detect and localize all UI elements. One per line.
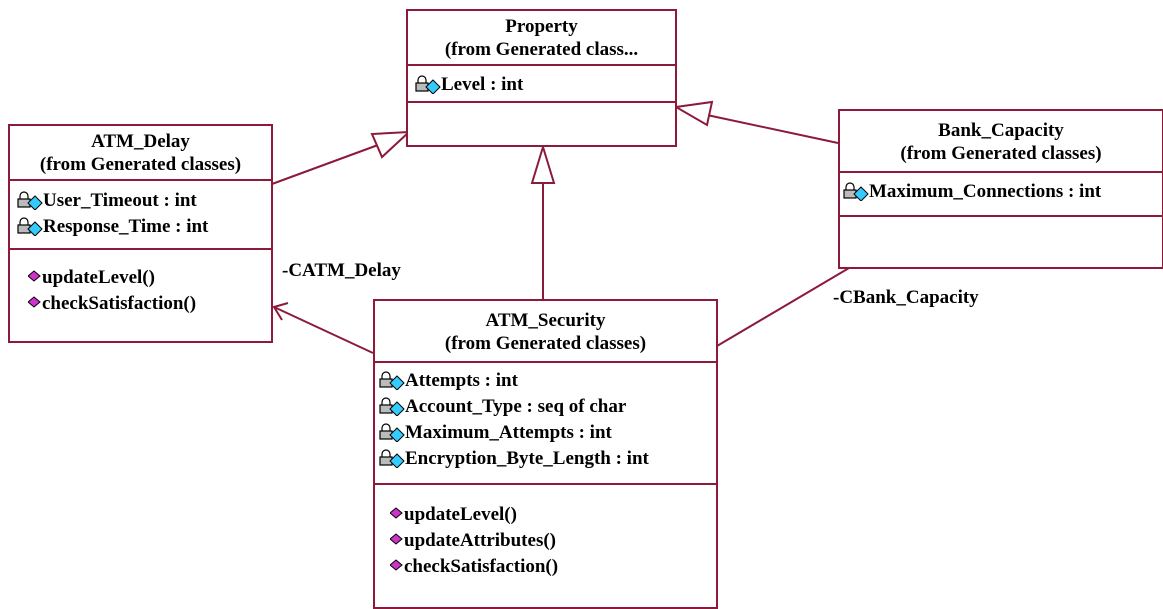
attribute-label: Maximum_Attempts : int — [405, 421, 612, 443]
class-name: ATM_Delay — [91, 131, 190, 152]
operation-diamond-icon — [389, 558, 404, 574]
attribute-label: Account_Type : seq of char — [405, 395, 627, 417]
operation-label: checkSatisfaction() — [404, 555, 559, 577]
attribute-row[interactable]: Encryption_Byte_Length : int — [378, 445, 716, 471]
class-name: Bank_Capacity — [938, 120, 1064, 141]
class-bank-capacity[interactable]: Bank_Capacity (from Generated classes) M… — [838, 109, 1163, 269]
class-name: Property — [505, 16, 578, 37]
locked-attribute-icon — [16, 216, 43, 237]
locked-attribute-icon — [842, 181, 869, 202]
generalization-arrowhead — [672, 100, 714, 127]
operations-compartment: updateLevel() checkSatisfaction() — [10, 248, 271, 316]
operation-diamond-icon — [389, 506, 404, 522]
attribute-label: Attempts : int — [405, 369, 518, 391]
attributes-compartment: User_Timeout : int Response_Time : int — [10, 179, 271, 248]
class-header: ATM_Security (from Generated classes) — [375, 301, 716, 361]
generalization-bank-capacity — [706, 114, 839, 144]
attribute-row[interactable]: Response_Time : int — [16, 213, 271, 239]
attribute-label: Maximum_Connections : int — [869, 180, 1102, 202]
locked-attribute-icon — [16, 190, 43, 211]
class-header: ATM_Delay (from Generated classes) — [10, 126, 271, 179]
attributes-compartment: Level : int — [408, 64, 675, 101]
attribute-row[interactable]: Maximum_Connections : int — [842, 178, 1162, 204]
operation-label: checkSatisfaction() — [42, 292, 197, 314]
locked-attribute-icon — [378, 448, 405, 469]
locked-attribute-icon — [414, 74, 441, 95]
operation-row[interactable]: checkSatisfaction() — [389, 553, 716, 579]
generalization-arrowhead — [370, 130, 412, 159]
operation-row[interactable]: updateLevel() — [389, 501, 716, 527]
attribute-label: Encryption_Byte_Length : int — [405, 447, 649, 469]
generalization-atm-delay — [271, 144, 379, 185]
class-name: ATM_Security — [485, 310, 606, 331]
class-atm-delay[interactable]: ATM_Delay (from Generated classes) User_… — [8, 124, 273, 343]
generalization-arrowhead — [530, 143, 556, 184]
operation-label: updateAttributes() — [404, 529, 556, 551]
attribute-label: User_Timeout : int — [43, 189, 197, 211]
class-stereotype: (from Generated classes) — [900, 143, 1102, 164]
class-stereotype: (from Generated classes) — [39, 154, 242, 175]
class-header: Bank_Capacity (from Generated classes) — [840, 111, 1162, 171]
operation-diamond-icon — [389, 532, 404, 548]
operation-label: updateLevel() — [42, 266, 155, 288]
class-stereotype: (from Generated class... — [444, 39, 639, 60]
operation-row[interactable]: updateLevel() — [27, 264, 271, 290]
operations-compartment: updateLevel() updateAttributes() checkSa… — [375, 483, 716, 579]
attribute-row[interactable]: User_Timeout : int — [16, 187, 271, 213]
operation-diamond-icon — [27, 269, 42, 285]
operation-row[interactable]: updateAttributes() — [389, 527, 716, 553]
association-catm-delay — [273, 306, 374, 354]
attributes-compartment: Maximum_Connections : int — [840, 171, 1162, 215]
operations-compartment — [840, 215, 1162, 235]
attributes-compartment: Attempts : int Account_Type : seq of cha… — [375, 361, 716, 483]
locked-attribute-icon — [378, 396, 405, 417]
association-label-cbank-capacity: -CBank_Capacity — [833, 287, 979, 308]
association-label-catm-delay: -CATM_Delay — [282, 260, 401, 281]
locked-attribute-icon — [378, 370, 405, 391]
association-arrowhead — [272, 302, 289, 321]
class-atm-security[interactable]: ATM_Security (from Generated classes) At… — [373, 299, 718, 609]
attribute-label: Level : int — [441, 73, 524, 95]
attribute-row[interactable]: Attempts : int — [378, 367, 716, 393]
operation-label: updateLevel() — [404, 503, 517, 525]
operations-compartment — [408, 101, 675, 123]
locked-attribute-icon — [378, 422, 405, 443]
attribute-row[interactable]: Account_Type : seq of char — [378, 393, 716, 419]
attribute-label: Response_Time : int — [43, 215, 209, 237]
attribute-row[interactable]: Level : int — [414, 71, 675, 97]
class-property[interactable]: Property (from Generated class... Level … — [406, 9, 677, 147]
operation-diamond-icon — [27, 295, 42, 311]
class-stereotype: (from Generated classes) — [444, 333, 647, 354]
operation-row[interactable]: checkSatisfaction() — [27, 290, 271, 316]
class-header: Property (from Generated class... — [408, 11, 675, 64]
attribute-row[interactable]: Maximum_Attempts : int — [378, 419, 716, 445]
